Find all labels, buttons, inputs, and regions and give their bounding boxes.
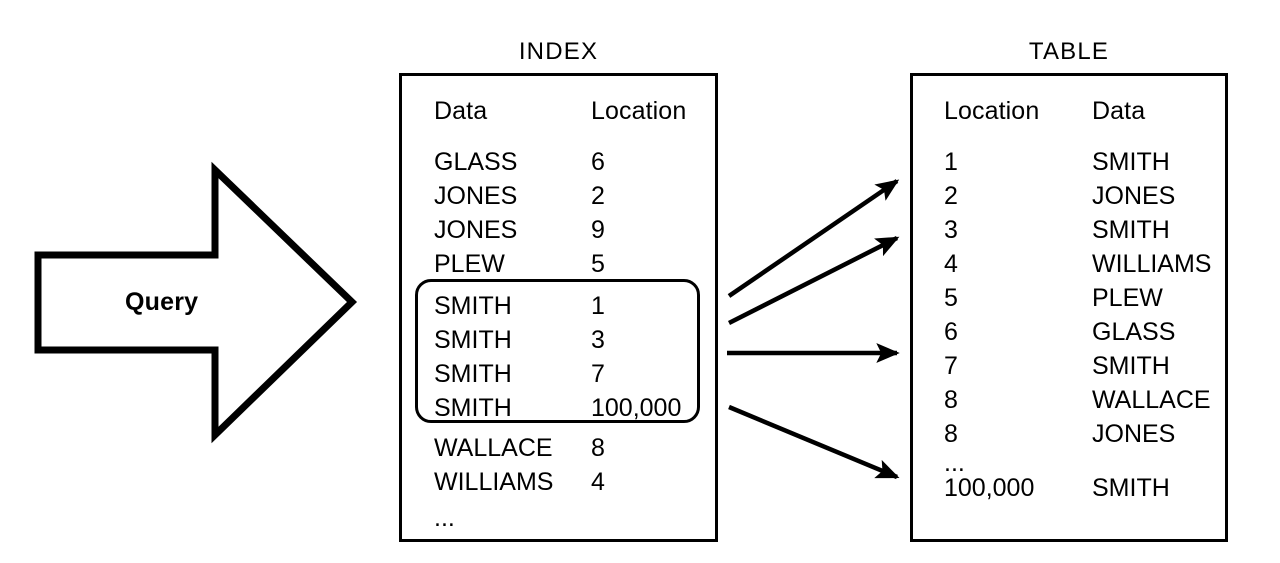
- index-cell-data: JONES: [434, 182, 518, 210]
- table-row-100000[interactable]: 100,000 SMITH: [913, 471, 1225, 505]
- table-cell-location: 3: [944, 216, 958, 244]
- index-cell-location: 1: [591, 292, 605, 320]
- index-cell-data: WALLACE: [434, 434, 553, 462]
- index-cell-data: GLASS: [434, 148, 518, 176]
- table-ellipsis: ...: [944, 449, 965, 477]
- index-row-jones-9[interactable]: JONES 9: [402, 213, 715, 247]
- table-row-8-wallace[interactable]: 8 WALLACE: [913, 383, 1225, 417]
- table-cell-data: JONES: [1092, 182, 1176, 210]
- table-cell-data: GLASS: [1092, 318, 1176, 346]
- index-cell-location: 7: [591, 360, 605, 388]
- table-cell-data: SMITH: [1092, 474, 1170, 502]
- index-cell-data: SMITH: [434, 394, 512, 422]
- index-row-glass[interactable]: GLASS 6: [402, 145, 715, 179]
- index-cell-data: SMITH: [434, 326, 512, 354]
- index-header-data: Data: [434, 97, 488, 125]
- index-header-row: Data Location: [402, 94, 715, 128]
- table-ellipsis-row: ...: [913, 449, 1225, 477]
- connector-arrow-smith-1: [727, 179, 900, 298]
- table-header-location: Location: [944, 97, 1040, 125]
- table-cell-data: PLEW: [1092, 284, 1163, 312]
- index-cell-data: WILLIAMS: [434, 468, 554, 496]
- table-cell-location: 7: [944, 352, 958, 380]
- index-row-smith-7[interactable]: SMITH 7: [402, 357, 715, 391]
- index-row-plew[interactable]: PLEW 5: [402, 247, 715, 281]
- connector-arrow-smith-3: [727, 235, 900, 326]
- index-cell-location: 5: [591, 250, 605, 278]
- index-row-williams[interactable]: WILLIAMS 4: [402, 465, 715, 499]
- table-cell-data: JONES: [1092, 420, 1176, 448]
- index-title: INDEX: [518, 38, 599, 65]
- index-row-jones-2[interactable]: JONES 2: [402, 179, 715, 213]
- table-cell-data: SMITH: [1092, 148, 1170, 176]
- table-panel: Location Data 1 SMITH 2 JONES 3 SMITH 4 …: [910, 73, 1228, 542]
- table-row-4[interactable]: 4 WILLIAMS: [913, 247, 1225, 281]
- table-row-8-jones[interactable]: 8 JONES: [913, 417, 1225, 451]
- table-cell-data: SMITH: [1092, 216, 1170, 244]
- table-header-data: Data: [1092, 97, 1146, 125]
- table-cell-location: 8: [944, 386, 958, 414]
- index-cell-location: 2: [591, 182, 605, 210]
- query-label: Query: [125, 288, 199, 316]
- index-row-wallace[interactable]: WALLACE 8: [402, 431, 715, 465]
- table-row-2[interactable]: 2 JONES: [913, 179, 1225, 213]
- index-cell-location: 6: [591, 148, 605, 176]
- table-cell-data: SMITH: [1092, 352, 1170, 380]
- table-header-row: Location Data: [913, 94, 1225, 128]
- index-row-smith-1[interactable]: SMITH 1: [402, 289, 715, 323]
- index-ellipsis-row: ...: [402, 504, 715, 532]
- index-cell-location: 8: [591, 434, 605, 462]
- table-cell-location: 6: [944, 318, 958, 346]
- table-row-6[interactable]: 6 GLASS: [913, 315, 1225, 349]
- table-cell-data: WILLIAMS: [1092, 250, 1212, 278]
- query-block-arrow-icon: [34, 161, 358, 444]
- table-cell-location: 1: [944, 148, 958, 176]
- index-cell-location: 100,000: [591, 394, 682, 422]
- table-cell-location: 5: [944, 284, 958, 312]
- index-header-location: Location: [591, 97, 687, 125]
- index-cell-location: 3: [591, 326, 605, 354]
- table-cell-data: WALLACE: [1092, 386, 1211, 414]
- table-title: TABLE: [1028, 38, 1110, 65]
- table-cell-location: 100,000: [944, 474, 1035, 502]
- index-row-smith-3[interactable]: SMITH 3: [402, 323, 715, 357]
- table-row-7[interactable]: 7 SMITH: [913, 349, 1225, 383]
- index-cell-data: PLEW: [434, 250, 505, 278]
- table-row-1[interactable]: 1 SMITH: [913, 145, 1225, 179]
- index-cell-data: SMITH: [434, 292, 512, 320]
- index-ellipsis: ...: [434, 504, 455, 532]
- table-cell-location: 8: [944, 420, 958, 448]
- table-row-5[interactable]: 5 PLEW: [913, 281, 1225, 315]
- table-cell-location: 4: [944, 250, 958, 278]
- table-cell-location: 2: [944, 182, 958, 210]
- index-row-smith-100000[interactable]: SMITH 100,000: [402, 391, 715, 425]
- index-cell-location: 4: [591, 468, 605, 496]
- table-row-3[interactable]: 3 SMITH: [913, 213, 1225, 247]
- connector-arrow-smith-100000: [728, 404, 900, 480]
- index-panel: Data Location GLASS 6 JONES 2 JONES 9 PL…: [399, 73, 718, 542]
- index-cell-data: JONES: [434, 216, 518, 244]
- index-cell-location: 9: [591, 216, 605, 244]
- index-cell-data: SMITH: [434, 360, 512, 388]
